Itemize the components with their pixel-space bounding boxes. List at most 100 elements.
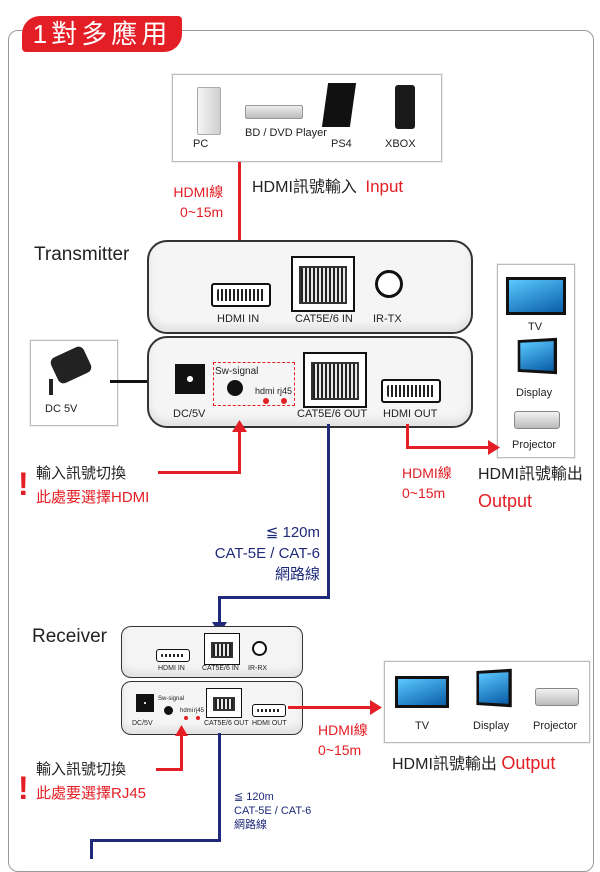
display-label-display: Display — [516, 387, 553, 399]
adapter-panel: DC 5V — [30, 340, 118, 426]
output-cable-label: HDMI線 0~15m — [402, 463, 452, 503]
rx-hdmi-in-port — [156, 649, 190, 662]
rx-output-cable-type: HDMI線 — [318, 722, 368, 738]
note2-line1: 輸入訊號切換 — [36, 761, 127, 778]
output-cable-type: HDMI線 — [402, 465, 452, 481]
page-title: 1對多應用 — [22, 16, 182, 52]
dvd-player-icon — [245, 105, 303, 119]
rx-ir-label: IR-RX — [248, 665, 268, 672]
tx-ir-label: IR-TX — [373, 313, 402, 325]
output-heading-text: HDMI訊號輸出 — [478, 466, 583, 483]
projector-icon — [514, 411, 560, 429]
receiver-bottom-unit: DC/5V Sw-signal hdmi rj45 CAT5E/6 OUT HD… — [121, 681, 303, 735]
receiver-top-unit: HDMI IN CAT5E/6 IN IR-RX — [121, 626, 303, 678]
rx-output-line — [288, 706, 372, 709]
note2: 輸入訊號切換 此處要選擇RJ45 — [36, 758, 146, 806]
output-cable-length: 0~15m — [402, 485, 446, 501]
tx-sw-label: Sw-signal — [215, 366, 259, 377]
rx-sw-rj45: rj45 — [194, 708, 205, 714]
output-arrowhead — [488, 440, 500, 455]
note2-arrowhead — [175, 725, 188, 736]
adapter-label: DC 5V — [45, 403, 78, 415]
note1: 輸入訊號切換 此處要選擇HDMI — [36, 462, 149, 510]
note2-line2: 此處要選擇RJ45 — [36, 785, 147, 802]
output-heading: HDMI訊號輸出 Output — [478, 462, 583, 514]
ps4-console-icon — [321, 83, 357, 127]
rx-display-label-display: Display — [473, 720, 510, 732]
note1-line-h — [158, 471, 240, 474]
rx-cat-out-label: CAT5E/6 OUT — [204, 720, 249, 727]
cat-spec-cable: 網路線 — [274, 566, 320, 583]
rx-cat-in-port — [204, 633, 240, 665]
xbox-console-icon — [395, 85, 415, 129]
warning-icon-2: ! — [18, 770, 29, 806]
rx-ir-port — [252, 641, 267, 656]
tx-cat-out-label: CAT5E/6 OUT — [297, 408, 368, 420]
rx-displays-panel: TV Display Projector — [384, 661, 590, 743]
rx-cat-in-label: CAT5E/6 IN — [202, 665, 239, 672]
cat-spec-type: CAT-5E / CAT-6 — [214, 545, 320, 562]
input-heading: HDMI訊號輸入 Input — [252, 173, 403, 197]
sources-panel: PC BD / DVD Player PS4 XBOX — [172, 74, 442, 162]
pc-tower-icon — [197, 87, 221, 135]
tx-hdmi-out-port — [381, 379, 441, 403]
rx-led-hdmi — [184, 716, 188, 720]
note1-line-v — [238, 428, 241, 474]
warning-icon-1: ! — [18, 466, 29, 502]
tx-cat-in-port — [291, 256, 355, 312]
rx-hdmi-in-label: HDMI IN — [158, 665, 185, 672]
input-cable-label: HDMI線 0~15m — [170, 182, 223, 222]
transmitter-top-unit: HDMI IN CAT5E/6 IN IR-TX — [147, 240, 473, 334]
power-adapter-icon — [48, 344, 94, 386]
rx-output-cable-label: HDMI線 0~15m — [318, 720, 368, 760]
tx-hdmi-in-port — [211, 283, 271, 307]
output-hdmi-line-h — [406, 446, 490, 449]
note2-line-h — [156, 768, 182, 771]
note2-line-v — [180, 734, 183, 771]
rx-led-rj45 — [196, 716, 200, 720]
input-hdmi-line — [238, 162, 241, 278]
tx-signal-switch-box — [213, 362, 295, 406]
rx-dc-port — [136, 694, 154, 712]
rx-switch-button[interactable] — [164, 706, 173, 715]
monitor-icon — [517, 337, 558, 375]
rx-output-heading-en: Output — [501, 753, 556, 773]
rx-output-heading: HDMI訊號輸出 Output — [392, 750, 555, 774]
tx-dc-label: DC/5V — [173, 408, 206, 420]
cat-spec: ≦ 120m CAT-5E / CAT-6 網路線 — [190, 522, 320, 585]
cat-cable-v2 — [218, 596, 221, 626]
rx-hdmi-out-label: HDMI OUT — [252, 720, 287, 727]
rx-hdmi-out-port — [252, 704, 286, 717]
tx-led-hdmi — [263, 398, 269, 404]
tv-icon — [506, 277, 566, 315]
input-cable-type: HDMI線 — [173, 184, 224, 200]
transmitter-bottom-unit: DC/5V Sw-signal hdmi rj45 CAT5E/6 OUT HD… — [147, 336, 473, 428]
displays-panel: TV Display Projector — [497, 264, 575, 458]
rx-cat-out-port — [206, 688, 242, 718]
display-label-projector: Projector — [512, 439, 557, 451]
display-label-tv: TV — [528, 321, 543, 333]
rx-output-heading-text: HDMI訊號輸出 — [392, 756, 497, 773]
cat-cable-h — [218, 596, 330, 599]
output-hdmi-line-v — [406, 424, 409, 448]
output-heading-en: Output — [478, 491, 533, 511]
rx-projector-icon — [535, 688, 579, 706]
cat-spec2-length: ≦ 120m — [234, 791, 274, 803]
note1-arrowhead — [232, 420, 247, 432]
source-label-pc: PC — [193, 138, 209, 150]
rx-dc-label: DC/5V — [132, 720, 153, 727]
rx-output-cable-length: 0~15m — [318, 742, 362, 758]
source-label-dvd: BD / DVD Player — [245, 127, 327, 139]
tx-led-rj45 — [281, 398, 287, 404]
note1-line1: 輸入訊號切換 — [36, 465, 127, 482]
rx-display-label-projector: Projector — [533, 720, 578, 732]
cat2-cable-v — [218, 733, 221, 841]
cat-cable-v1 — [327, 424, 330, 598]
cat-spec2-type: CAT-5E / CAT-6 — [234, 805, 312, 817]
cat2-cable-h — [90, 839, 221, 842]
cat2-cable-v2 — [90, 839, 93, 859]
cat-spec2: ≦ 120m CAT-5E / CAT-6 網路線 — [234, 790, 311, 832]
cat-spec2-cable: 網路線 — [234, 819, 267, 831]
tx-sw-hdmi: hdmi — [255, 386, 275, 396]
tx-switch-button[interactable] — [227, 380, 243, 396]
